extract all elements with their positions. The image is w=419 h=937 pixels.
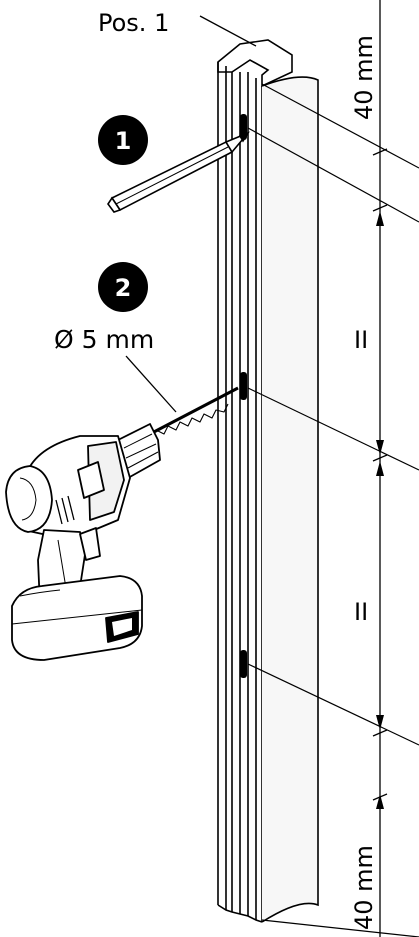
equal-spacing-mark-1: II — [354, 326, 368, 354]
slot-marks — [240, 114, 247, 678]
step-number-2: 2 — [115, 274, 132, 302]
dimension-bottom-label: 40 mm — [350, 845, 378, 930]
profile-rail — [217, 39, 319, 923]
pencil-icon — [107, 131, 250, 213]
cordless-drill-icon — [5, 386, 239, 661]
dimension-line — [372, 0, 388, 937]
step-number-1: 1 — [115, 127, 132, 155]
equal-spacing-mark-2: II — [354, 598, 368, 626]
position-label: Pos. 1 — [98, 9, 169, 37]
slot-mark-middle — [240, 372, 247, 400]
extension-lines — [247, 83, 419, 937]
step-marker-2: 2 — [98, 262, 148, 312]
slot-mark-bottom — [240, 650, 247, 678]
step-marker-1: 1 — [98, 115, 148, 165]
drill-leader-line — [125, 355, 177, 413]
position-leader-line — [199, 15, 257, 47]
drill-diameter-label: Ø 5 mm — [54, 325, 154, 354]
dimension-top-label: 40 mm — [350, 35, 378, 120]
